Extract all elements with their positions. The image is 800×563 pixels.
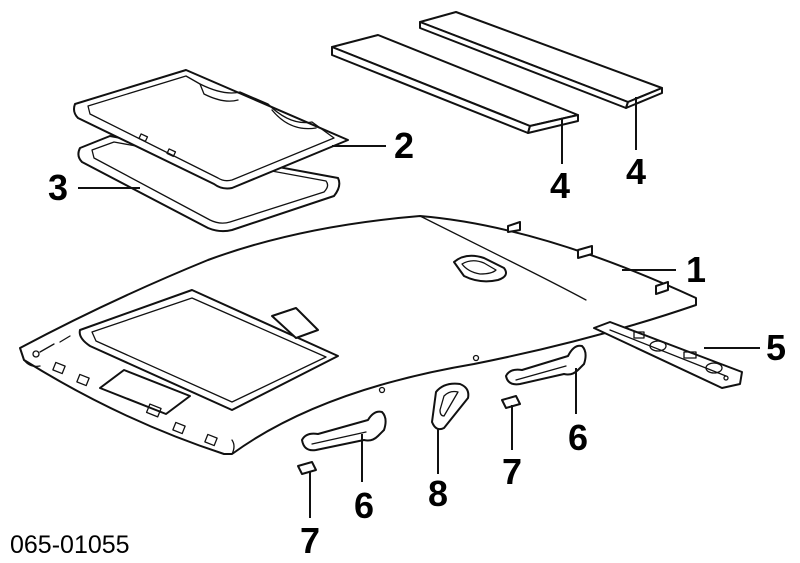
assist-grip-front	[301, 410, 387, 452]
rear-headliner-trim	[593, 321, 743, 389]
sunroof-panel	[73, 69, 349, 190]
callout-coat-hook: 8	[428, 473, 448, 514]
grip-clip-rear	[501, 395, 521, 409]
callout-sunroof-seal: 3	[48, 167, 68, 208]
callout-roof-pad-front: 4	[550, 165, 570, 206]
callout-assist-grip-rear: 6	[568, 417, 588, 458]
callout-grip-clip-front: 7	[300, 520, 320, 561]
callout-rear-trim: 5	[766, 327, 786, 368]
figure-reference-code: 065-01055	[10, 531, 130, 559]
callout-grip-clip-rear: 7	[502, 451, 522, 492]
callout-roof-pad-rear: 4	[626, 151, 646, 192]
callout-headliner: 1	[686, 249, 706, 290]
roof-headliner	[19, 215, 697, 455]
grip-clip-front	[297, 461, 317, 475]
callout-sunroof-panel: 2	[394, 125, 414, 166]
assist-grip-rear	[505, 344, 587, 386]
callout-assist-grip-front: 6	[354, 485, 374, 526]
sunroof-seal	[77, 135, 341, 233]
roof-pad-rear	[419, 11, 663, 109]
leader-lines	[78, 97, 760, 518]
coat-hook	[431, 382, 470, 431]
